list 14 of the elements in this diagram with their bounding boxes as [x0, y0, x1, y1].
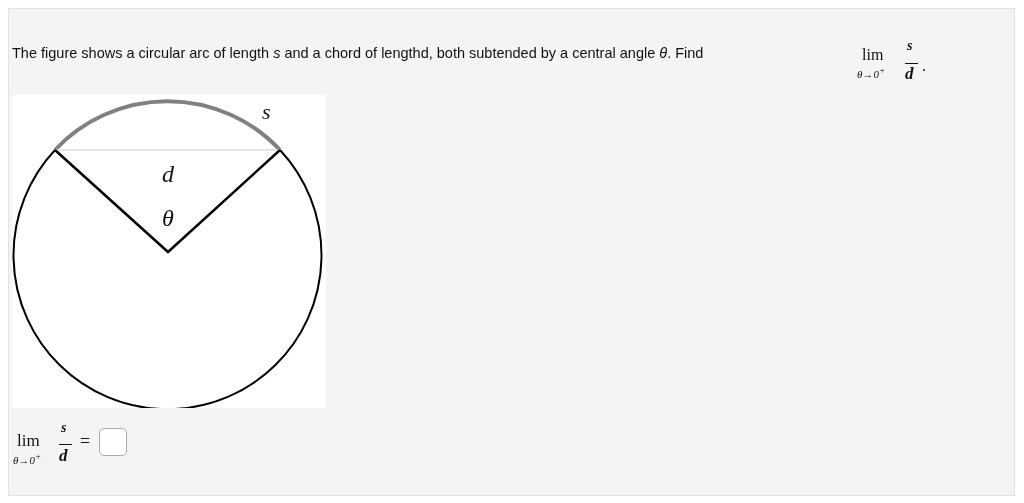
angle-label: θ: [162, 206, 174, 230]
fraction-numerator: s: [61, 421, 67, 435]
fraction-numerator: s: [907, 39, 913, 53]
limit-subscript: θ→0$^{+}$: [857, 66, 886, 80]
chord-label: d: [162, 162, 174, 186]
limit-operator: lim: [862, 47, 884, 63]
equals-sign: =: [80, 432, 91, 450]
limit-subscript: θ→0$^{+}$: [13, 452, 42, 466]
question-text: The figure shows a circular arc of length s and a chord of lengthd, both subtended by a central angle θ. Find: [12, 46, 704, 61]
fraction-denominator: d: [59, 447, 68, 464]
limit-operator: lim: [17, 432, 40, 449]
arc-label: s: [262, 101, 271, 123]
period-mark: .: [922, 58, 926, 74]
fraction-denominator: d: [905, 65, 914, 82]
